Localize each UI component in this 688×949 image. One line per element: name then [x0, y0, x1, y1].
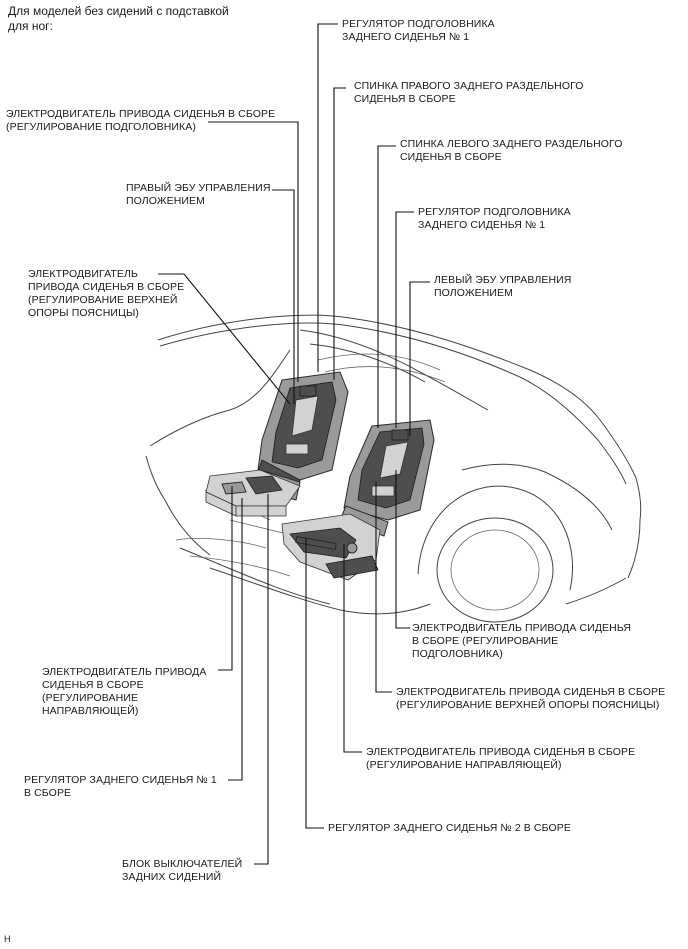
label-line: (РЕГУЛИРОВАНИЕ НАПРАВЛЯЮЩЕЙ) [366, 759, 562, 771]
label-line: ПРАВЫЙ ЭБУ УПРАВЛЕНИЯ [126, 182, 271, 194]
label-line: ПРИВОДА СИДЕНЬЯ В СБОРЕ [28, 281, 185, 293]
label-line: НАПРАВЛЯЮЩЕЙ) [42, 705, 139, 717]
label-line: ЛЕВЫЙ ЭБУ УПРАВЛЕНИЯ [434, 274, 572, 286]
seat-cushion-rails [281, 513, 381, 581]
footer-code: H [4, 934, 11, 944]
label-line: ОПОРЫ ПОЯСНИЦЫ) [28, 307, 139, 319]
label-line: ЗАДНЕГО СИДЕНЬЯ № 1 [342, 31, 470, 43]
header-line-1: Для моделей без сидений с подставкой [8, 4, 229, 18]
label-line: ПОДГОЛОВНИКА) [412, 648, 503, 660]
label-line: СИДЕНЬЯ В СБОРЕ [400, 151, 502, 163]
label-line: (РЕГУЛИРОВАНИЕ ВЕРХНЕЙ ОПОРЫ ПОЯСНИЦЫ) [396, 699, 660, 711]
label-line: ЭЛЕКТРОДВИГАТЕЛЬ ПРИВОДА СИДЕНЬЯ В СБОРЕ [396, 686, 666, 698]
left-seatback [339, 419, 435, 537]
label-headrest-adjuster-mid: РЕГУЛЯТОР ПОДГОЛОВНИКА ЗАДНЕГО СИДЕНЬЯ №… [418, 206, 571, 232]
label-line: ЭЛЕКТРОДВИГАТЕЛЬ ПРИВОДА СИДЕНЬЯ В СБОРЕ [366, 746, 636, 758]
label-left-ecu: ЛЕВЫЙ ЭБУ УПРАВЛЕНИЯ ПОЛОЖЕНИЕМ [434, 274, 571, 300]
label-motor-slide-left: ЭЛЕКТРОДВИГАТЕЛЬ ПРИВОДА СИДЕНЬЯ В СБОРЕ… [42, 666, 206, 718]
label-line: В СБОРЕ (РЕГУЛИРОВАНИЕ [412, 635, 559, 647]
label-line: ПОЛОЖЕНИЕМ [126, 195, 206, 207]
label-motor-slide-right: ЭЛЕКТРОДВИГАТЕЛЬ ПРИВОДА СИДЕНЬЯ В СБОРЕ… [366, 746, 635, 772]
label-right-ecu: ПРАВЫЙ ЭБУ УПРАВЛЕНИЯ ПОЛОЖЕНИЕМ [126, 182, 271, 208]
label-motor-lumbar-left: ЭЛЕКТРОДВИГАТЕЛЬ ПРИВОДА СИДЕНЬЯ В СБОРЕ… [28, 268, 184, 320]
label-line: ЭЛЕКТРОДВИГАТЕЛЬ [28, 268, 138, 280]
label-line: ЭЛЕКТРОДВИГАТЕЛЬ ПРИВОДА [42, 666, 207, 678]
label-motor-headrest-right: ЭЛЕКТРОДВИГАТЕЛЬ ПРИВОДА СИДЕНЬЯ В СБОРЕ… [412, 622, 631, 661]
label-line: (РЕГУЛИРОВАНИЕ ВЕРХНЕЙ [28, 294, 178, 306]
label-line: ЭЛЕКТРОДВИГАТЕЛЬ ПРИВОДА СИДЕНЬЯ В СБОРЕ [6, 108, 276, 120]
label-line: БЛОК ВЫКЛЮЧАТЕЛЕЙ [122, 858, 243, 870]
label-left-seatback: СПИНКА ЛЕВОГО ЗАДНЕГО РАЗДЕЛЬНОГО СИДЕНЬ… [400, 138, 623, 164]
leader-lines [158, 23, 430, 865]
label-line: РЕГУЛЯТОР ПОДГОЛОВНИКА [418, 206, 571, 218]
label-line: СПИНКА ПРАВОГО ЗАДНЕГО РАЗДЕЛЬНОГО [354, 80, 584, 92]
label-line: СИДЕНЬЯ В СБОРЕ [354, 93, 456, 105]
label-line: РЕГУЛЯТОР ПОДГОЛОВНИКА [342, 18, 495, 30]
label-line: РЕГУЛЯТОР ЗАДНЕГО СИДЕНЬЯ № 1 [24, 774, 217, 786]
label-line: СИДЕНЬЯ В СБОРЕ [42, 679, 144, 691]
label-line: ЗАДНИХ СИДЕНИЙ [122, 871, 222, 883]
label-switch-block: БЛОК ВЫКЛЮЧАТЕЛЕЙ ЗАДНИХ СИДЕНИЙ [122, 858, 242, 884]
car-body [145, 314, 642, 623]
label-line: (РЕГУЛИРОВАНИЕ [42, 692, 139, 704]
header-line-2: для ног: [8, 19, 53, 33]
label-rear-seat-adjuster-1: РЕГУЛЯТОР ЗАДНЕГО СИДЕНЬЯ № 1 В СБОРЕ [24, 774, 217, 800]
label-line: ПОЛОЖЕНИЕМ [434, 287, 514, 299]
label-line: РЕГУЛЯТОР ЗАДНЕГО СИДЕНЬЯ № 2 В СБОРЕ [328, 822, 571, 834]
label-rear-seat-adjuster-2: РЕГУЛЯТОР ЗАДНЕГО СИДЕНЬЯ № 2 В СБОРЕ [328, 822, 571, 835]
label-line: В СБОРЕ [24, 787, 72, 799]
label-motor-lumbar-right: ЭЛЕКТРОДВИГАТЕЛЬ ПРИВОДА СИДЕНЬЯ В СБОРЕ… [396, 686, 665, 712]
label-line: (РЕГУЛИРОВАНИЕ ПОДГОЛОВНИКА) [6, 121, 196, 133]
diagram-header: Для моделей без сидений с подставкой для… [8, 4, 229, 34]
label-line: ЭЛЕКТРОДВИГАТЕЛЬ ПРИВОДА СИДЕНЬЯ [412, 622, 632, 634]
label-right-seatback: СПИНКА ПРАВОГО ЗАДНЕГО РАЗДЕЛЬНОГО СИДЕН… [354, 80, 584, 106]
label-line: ЗАДНЕГО СИДЕНЬЯ № 1 [418, 219, 546, 231]
label-line: СПИНКА ЛЕВОГО ЗАДНЕГО РАЗДЕЛЬНОГО [400, 138, 623, 150]
label-motor-headrest-left: ЭЛЕКТРОДВИГАТЕЛЬ ПРИВОДА СИДЕНЬЯ В СБОРЕ… [6, 108, 275, 134]
center-console [205, 469, 301, 517]
label-headrest-adjuster-top: РЕГУЛЯТОР ПОДГОЛОВНИКА ЗАДНЕГО СИДЕНЬЯ №… [342, 18, 495, 44]
